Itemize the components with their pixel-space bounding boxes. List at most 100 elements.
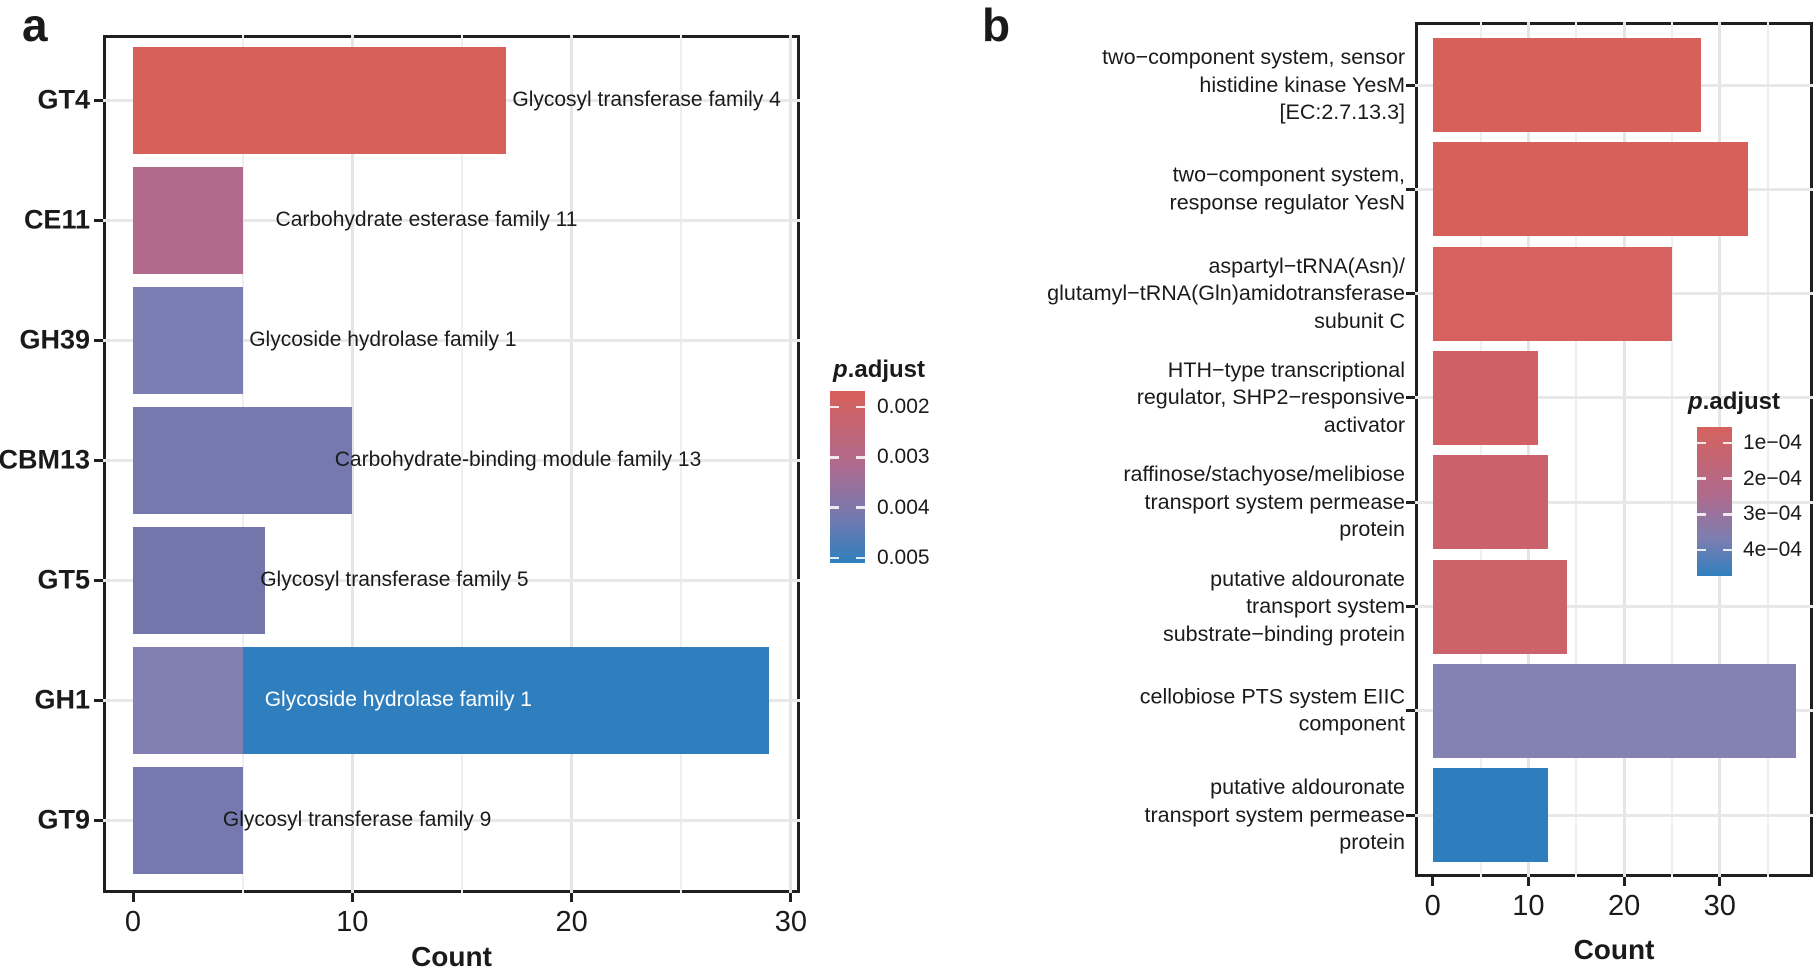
gridline-x-minor-5 — [1479, 22, 1482, 877]
y-axis-label-GT9: GT9 — [37, 804, 90, 835]
x-tick-label-30: 30 — [774, 906, 808, 938]
y-tick-row1 — [94, 98, 103, 102]
y-tick-row7 — [94, 818, 103, 822]
x-tick-label-10: 10 — [336, 906, 369, 938]
y-tick-row6 — [1406, 605, 1415, 608]
panel-b-letter: b — [982, 0, 1011, 51]
legend-colorbar-tick-left — [1697, 548, 1706, 552]
bar-row7 — [1432, 663, 1797, 758]
legend-colorbar-b — [1697, 427, 1732, 576]
bar-label-GT9: Glycosyl transferase family 9 — [222, 808, 492, 831]
legend-colorbar-tick-right — [856, 556, 865, 560]
bar-row5 — [1432, 455, 1548, 550]
bar-GT9 — [133, 766, 243, 874]
x-tick-10 — [350, 893, 354, 902]
legend-colorbar-tick-right — [856, 405, 865, 409]
y-tick-row1 — [1406, 83, 1415, 87]
plot-canvas-a — [103, 35, 800, 893]
plot-canvas-b — [1415, 22, 1813, 877]
y-axis-label-row7: cellobiose PTS system EIIC component — [1139, 684, 1405, 736]
gridline-x-minor-15 — [460, 35, 463, 893]
gridline-y-row6 — [1415, 605, 1813, 608]
y-tick-row7 — [1406, 709, 1415, 713]
gridline-x-10 — [1526, 22, 1530, 877]
bar-label-GH39: Glycoside hydrolase family 1 — [249, 328, 517, 351]
x-tick-20 — [570, 893, 574, 902]
y-tick-row5 — [94, 578, 103, 582]
bar-row6 — [1432, 559, 1567, 654]
y-axis-label-GH1: GH1 — [34, 684, 90, 715]
legend-tick-label-0.005: 0.005 — [877, 545, 930, 569]
y-axis-label-row8: putative aldouronate transport system pe… — [1144, 774, 1406, 854]
y-axis-label-GT5: GT5 — [37, 564, 90, 595]
gridline-y-row5 — [1415, 500, 1813, 504]
legend-colorbar-tick-right — [1723, 513, 1732, 516]
y-tick-row5 — [1406, 500, 1415, 504]
x-tick-0 — [131, 893, 135, 902]
y-axis-label-row6: putative aldouronate transport system su… — [1162, 566, 1405, 646]
bar-label-GT4: Glycosyl transferase family 4 — [512, 88, 781, 111]
bar-GH1-segment2 — [242, 646, 769, 754]
bar-GT4 — [133, 46, 506, 154]
y-axis-label-GH39: GH39 — [19, 324, 90, 355]
legend-colorbar-tick-left — [1697, 477, 1706, 480]
bar-label-CE11: Carbohydrate esterase family 11 — [275, 208, 578, 231]
bar-label-GT5: Glycosyl transferase family 5 — [260, 568, 529, 591]
y-axis-label-CE11: CE11 — [23, 204, 90, 235]
x-axis-title-b: Count — [1573, 934, 1655, 965]
bar-CE11 — [133, 166, 243, 274]
legend-tick-label-3e−04: 3e−04 — [1743, 502, 1802, 526]
y-axis-label-CBM13: CBM13 — [0, 444, 90, 475]
gridline-x-20 — [1622, 22, 1626, 877]
y-tick-row2 — [94, 218, 103, 222]
y-tick-row8 — [1406, 813, 1415, 817]
y-tick-row3 — [1406, 292, 1415, 296]
legend-tick-label-0.003: 0.003 — [877, 445, 930, 469]
legend-colorbar-tick-left — [830, 556, 839, 560]
x-tick-20 — [1622, 877, 1626, 886]
bar-CBM13 — [133, 406, 353, 514]
legend-colorbar-tick-right — [856, 456, 865, 459]
legend-title-rest: .adjust — [1702, 388, 1781, 415]
gridline-x-10 — [350, 35, 354, 893]
y-axis-label-row5: raffinose/stachyose/melibiose transport … — [1123, 461, 1405, 541]
legend-title-italic: p — [1688, 388, 1703, 415]
legend-title-rest: .adjust — [847, 356, 926, 383]
y-axis-label-GT4: GT4 — [37, 84, 90, 115]
gridline-y-row3 — [103, 338, 800, 342]
gridline-y-row8 — [1415, 813, 1813, 817]
legend-colorbar-tick-left — [830, 456, 839, 459]
y-axis-label-row1: two−component system, sensor histidine k… — [1102, 44, 1405, 124]
legend-colorbar-tick-right — [856, 506, 865, 509]
bar-label-GH1: Glycoside hydrolase family 1 — [264, 688, 532, 711]
bar-label-CBM13: Carbohydrate-binding module family 13 — [334, 448, 702, 471]
legend-title-a: p.adjust — [833, 356, 925, 384]
gridline-x-30 — [789, 35, 793, 893]
y-tick-row4 — [94, 458, 103, 462]
legend-colorbar-tick-left — [1697, 441, 1706, 445]
legend-tick-label-4e−04: 4e−04 — [1743, 538, 1802, 562]
legend-colorbar-tick-left — [1697, 513, 1706, 516]
gridline-y-row4 — [103, 458, 800, 462]
y-tick-row2 — [1406, 187, 1415, 191]
legend-colorbar-tick-right — [1723, 477, 1732, 480]
x-tick-label-0: 0 — [1424, 890, 1441, 922]
gridline-x-minor-25 — [680, 35, 683, 893]
gridline-y-row4 — [1415, 396, 1813, 400]
bar-row1 — [1432, 38, 1701, 132]
bar-row4 — [1432, 350, 1538, 445]
y-tick-row3 — [94, 338, 103, 342]
legend-tick-label-0.004: 0.004 — [877, 495, 930, 519]
legend-colorbar-tick-left — [830, 405, 839, 409]
bar-row3 — [1432, 246, 1672, 341]
legend-tick-label-1e−04: 1e−04 — [1743, 431, 1802, 454]
bar-GT5 — [133, 526, 265, 634]
legend-colorbar-tick-right — [1723, 548, 1732, 552]
gridline-y-row7 — [103, 818, 800, 822]
plot-area-b — [1415, 22, 1813, 877]
x-tick-10 — [1526, 877, 1530, 886]
x-tick-label-10: 10 — [1512, 890, 1545, 922]
x-tick-30 — [1718, 877, 1722, 886]
legend-colorbar-tick-right — [1723, 441, 1732, 445]
